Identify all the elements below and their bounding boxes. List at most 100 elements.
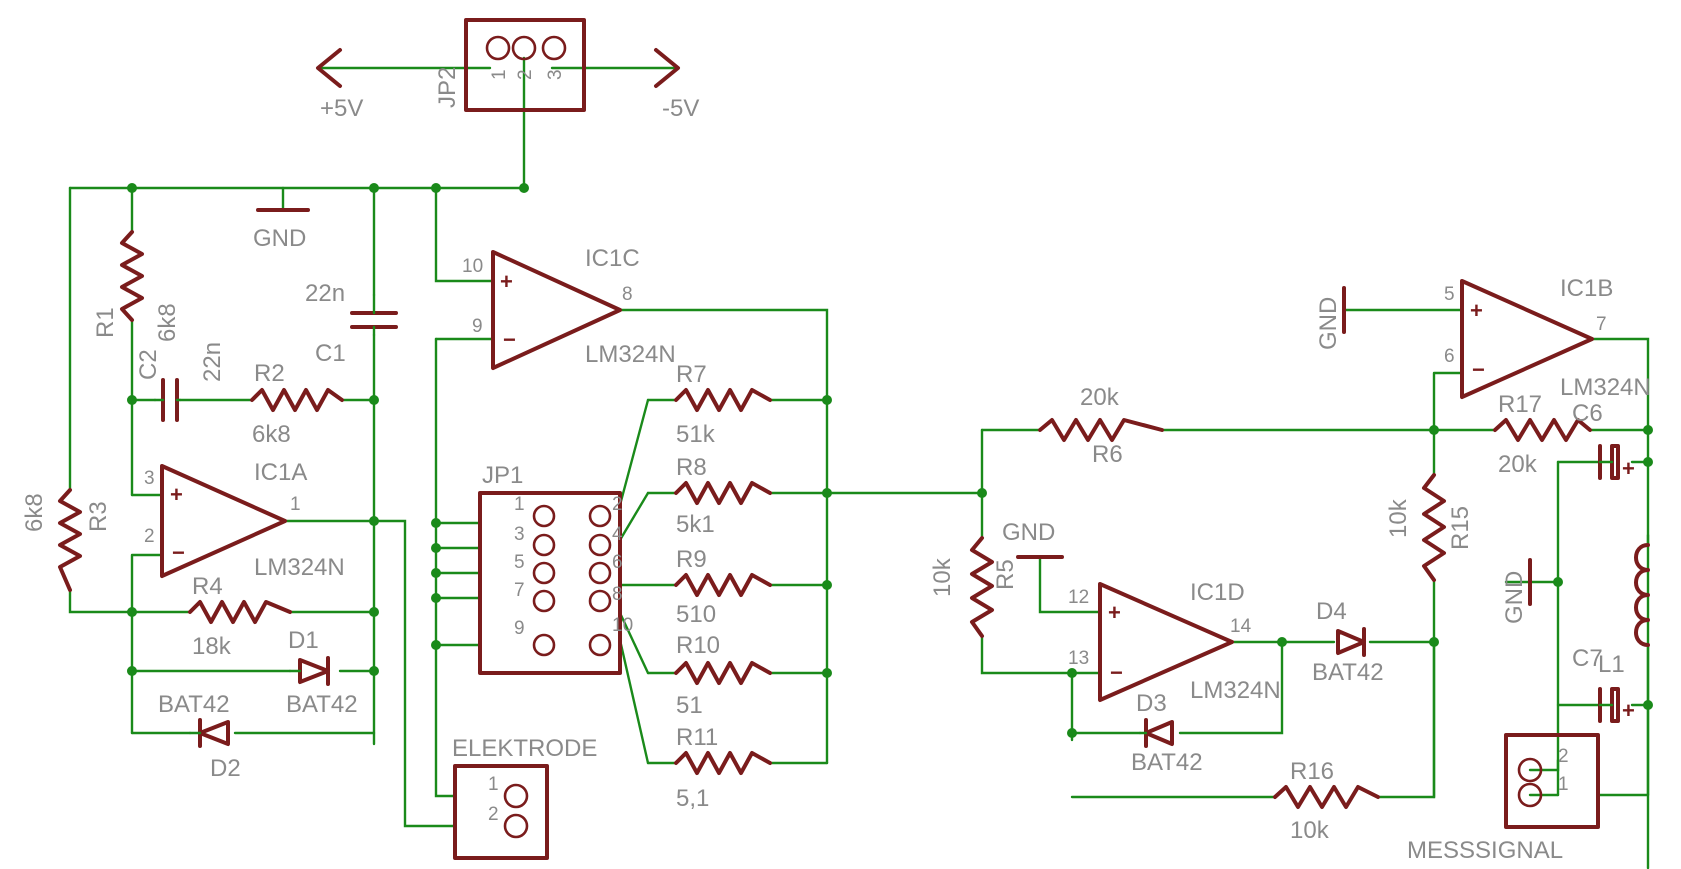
ic1c-pin-out: 8: [622, 284, 633, 305]
r15-name: R15: [1447, 506, 1474, 550]
d1-diode: [298, 656, 330, 686]
jp2-connector: 1 2 3 JP2: [434, 18, 586, 112]
jp1-pin1-label: 1: [514, 494, 525, 515]
c1-value: 22n: [305, 280, 345, 307]
jp1-pin2-label: 2: [612, 494, 623, 515]
junction-dot: [369, 607, 379, 617]
ic1d-plus-icon: +: [1108, 600, 1121, 625]
junction-dot: [127, 666, 137, 676]
jp1-body: [478, 491, 622, 675]
jp2-body: [464, 18, 586, 112]
r5-name: R5: [992, 559, 1019, 590]
supply-symbols: +5V -5V GND GND GND GND: [253, 48, 1532, 624]
jp1-pad-6: [588, 561, 612, 585]
gnd-label-2: GND: [1315, 297, 1342, 350]
gnd-label-1: GND: [253, 225, 306, 252]
capacitors: 22n C1 C2 22n + C6 + C7: [135, 280, 1635, 723]
r3-name: R3: [85, 501, 112, 532]
jp1-pin10-label: 10: [612, 615, 633, 636]
ic1b-name: IC1B: [1560, 275, 1613, 302]
ic1a-name: IC1A: [254, 459, 307, 486]
junction-dot: [1429, 425, 1439, 435]
junction-dot: [1277, 637, 1287, 647]
junction-dot: [822, 580, 832, 590]
messsignal-pad-1: [1517, 782, 1543, 808]
messsignal-body: [1504, 733, 1600, 829]
junction-dot: [822, 488, 832, 498]
r15-resistor: [1422, 473, 1446, 582]
d4-name: D4: [1316, 598, 1347, 625]
jp2-pin1-label: 1: [489, 69, 510, 80]
ic1b-minus-icon: −: [1472, 357, 1485, 382]
c2-name: C2: [135, 349, 162, 380]
junction-dot: [1553, 577, 1563, 587]
r2-name: R2: [254, 360, 285, 387]
r8-name: R8: [676, 454, 707, 481]
junction-dot: [1067, 728, 1077, 738]
junction-dot: [1643, 425, 1653, 435]
gnd-label-3: GND: [1002, 519, 1055, 546]
plus5v-label: +5V: [320, 95, 363, 122]
jp1-pad-7: [532, 589, 556, 613]
jp2-pin2-label: 2: [515, 69, 536, 80]
d1-name: D1: [288, 627, 319, 654]
junction-dot: [431, 183, 441, 193]
ic1b-pin-out: 7: [1596, 314, 1607, 335]
jp1-pin8-label: 8: [612, 584, 623, 605]
jp2-pad-3: [541, 35, 567, 61]
jp1-pin6-label: 6: [612, 552, 623, 573]
junction-dot: [1429, 637, 1439, 647]
ic1c-pin-plus: 10: [462, 256, 483, 277]
ic1d-part: LM324N: [1190, 677, 1281, 704]
r4-value: 18k: [192, 633, 232, 660]
messsignal-name: MESSSIGNAL: [1407, 837, 1563, 864]
ic1a-part: LM324N: [254, 554, 345, 581]
junction-dot: [822, 395, 832, 405]
elektrode-name: ELEKTRODE: [452, 735, 597, 762]
r4-name: R4: [192, 573, 223, 600]
d3-part: BAT42: [1131, 749, 1203, 776]
jp1-pad-9: [532, 633, 556, 657]
ic1c-pin-minus: 9: [472, 316, 483, 337]
r17-value: 20k: [1498, 451, 1538, 478]
r7-name: R7: [676, 361, 707, 388]
jp1-pin5-label: 5: [514, 552, 525, 573]
r6-name: R6: [1092, 441, 1123, 468]
junction-dot: [1067, 668, 1077, 678]
ic1d-minus-icon: −: [1110, 660, 1123, 685]
c1-name: C1: [315, 340, 346, 367]
jp1-pad-5: [532, 561, 556, 585]
inductor-l1: L1: [1598, 543, 1650, 678]
c7-plus-icon: +: [1622, 698, 1635, 723]
d3-name: D3: [1136, 690, 1167, 717]
junction-dot: [431, 593, 441, 603]
ic1a-pin-plus: 3: [144, 468, 155, 489]
junction-dot: [1643, 700, 1653, 710]
ic1b-pin-minus: 6: [1444, 346, 1455, 367]
junction-dot: [431, 543, 441, 553]
messsignal-pin1-label: 1: [1558, 774, 1569, 795]
r10-value: 51: [676, 692, 703, 719]
elektrode-connector: 1 2 ELEKTRODE: [452, 735, 597, 860]
r17-name: R17: [1498, 391, 1542, 418]
r16-name: R16: [1290, 758, 1334, 785]
jp1-name: JP1: [482, 462, 523, 489]
jp1-pin3-label: 3: [514, 524, 525, 545]
junction-dot: [369, 183, 379, 193]
messsignal-pad-2: [1517, 757, 1543, 783]
junction-dot: [431, 518, 441, 528]
plus5v-arrow-icon: [316, 48, 342, 88]
r4-resistor: [188, 600, 292, 624]
r1-name: R1: [92, 307, 119, 338]
junction-dot: [127, 607, 137, 617]
r1-resistor: [120, 230, 144, 322]
opamps: + − 3 2 1 IC1A LM324N + − 10 9 8 IC1C LM…: [144, 245, 1651, 704]
r7-value: 51k: [676, 421, 716, 448]
r3-resistor: [58, 488, 82, 592]
r10-name: R10: [676, 632, 720, 659]
ic1c-minus-icon: −: [503, 327, 516, 352]
r6-resistor: [1038, 418, 1164, 442]
r17-resistor: [1493, 418, 1592, 442]
junction-dot: [977, 488, 987, 498]
